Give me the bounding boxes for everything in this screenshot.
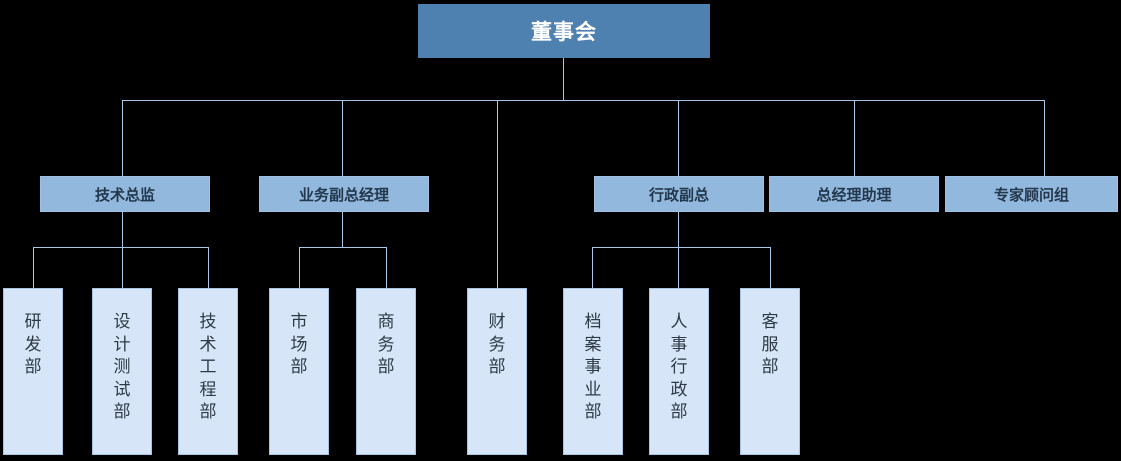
node-label-char: 部 [113,402,131,423]
node-archive-department[interactable]: 档案事业部 [563,288,623,455]
connector-drop-customer-service [770,247,771,288]
node-label: 董事会 [531,20,597,44]
connector-tech-director-bus [33,247,208,248]
connector-drop-tech-engineering [208,247,209,288]
node-label-vertical: 档案事业部 [564,311,622,424]
node-label-char: 行 [670,357,688,378]
node-expert-group[interactable]: 专家顾问组 [945,176,1118,212]
node-label: 专家顾问组 [993,185,1069,204]
node-label: 行政副总 [648,185,709,204]
node-label: 总经理助理 [816,185,892,204]
node-label-char: 案 [584,334,602,355]
node-label-char: 商 [377,312,395,332]
node-tech-engineering-department[interactable]: 技术工程部 [178,288,238,455]
connector-drop-design-test [122,247,123,288]
node-label-char: 计 [113,334,131,355]
connector-drop-gm-assistant [854,100,855,176]
node-label-char: 事 [670,334,688,355]
node-label-char: 档 [584,312,602,332]
node-label-char: 业 [584,379,602,400]
node-finance-department[interactable]: 财务部 [467,288,527,455]
node-label-vertical: 客服部 [741,311,799,379]
node-label-char: 政 [670,379,688,400]
node-label-char: 部 [670,402,688,423]
connector-drop-marketing [299,247,300,288]
node-label-char: 工 [199,357,217,378]
node-label-char: 场 [290,334,308,355]
connector-root-to-finance [497,100,498,288]
node-commerce-department[interactable]: 商务部 [356,288,416,455]
node-label-char: 客 [761,312,779,332]
node-label-vertical: 财务部 [468,311,526,379]
node-label-char: 市 [290,312,308,332]
node-label-char: 试 [113,379,131,400]
node-label-char: 服 [761,334,779,355]
node-label-char: 部 [24,357,42,378]
connector-admin-vp-bus [592,247,770,248]
node-admin-vp[interactable]: 行政副总 [594,176,764,212]
node-gm-assistant[interactable]: 总经理助理 [769,176,939,212]
node-marketing-department[interactable]: 市场部 [269,288,329,455]
connector-admin-vp-stem [678,212,679,248]
node-board-of-directors[interactable]: 董事会 [418,4,710,58]
node-design-test-department[interactable]: 设计测试部 [92,288,152,455]
node-customer-service-department[interactable]: 客服部 [740,288,800,455]
connector-drop-rnd [33,247,34,288]
node-label-vertical: 市场部 [270,311,328,379]
node-label-char: 部 [377,357,395,378]
node-label-vertical: 研发部 [4,311,62,379]
node-label-char: 财 [488,312,506,332]
connector-drop-archive [592,247,593,288]
node-label: 业务副总经理 [298,185,389,204]
node-label-char: 部 [290,357,308,378]
node-hr-admin-department[interactable]: 人事行政部 [649,288,709,455]
node-label-char: 术 [199,334,217,355]
node-label-vertical: 技术工程部 [179,311,237,424]
node-label-char: 务 [377,334,395,355]
node-label-vertical: 商务部 [357,311,415,379]
node-label-char: 部 [584,402,602,423]
node-label-char: 测 [113,357,131,378]
node-business-vp[interactable]: 业务副总经理 [259,176,429,212]
node-label-char: 务 [488,334,506,355]
connector-drop-admin-vp [678,100,679,176]
node-label-char: 发 [24,334,42,355]
node-label-char: 程 [199,379,217,400]
node-label-char: 技 [199,312,217,332]
connector-drop-hr-admin [678,247,679,288]
node-label-vertical: 设计测试部 [93,311,151,424]
connector-drop-tech-director [122,100,123,176]
node-label-char: 部 [199,402,217,423]
connector-drop-expert-group [1044,100,1045,176]
connector-drop-business-vp [342,100,343,176]
node-tech-director[interactable]: 技术总监 [40,176,210,212]
connector-business-vp-bus [299,247,387,248]
connector-drop-commerce [386,247,387,288]
node-label-char: 设 [113,312,131,332]
node-label-vertical: 人事行政部 [650,311,708,424]
node-label-char: 部 [761,357,779,378]
node-label: 技术总监 [94,185,155,204]
connector-tech-director-stem [122,212,123,248]
node-rnd-department[interactable]: 研发部 [3,288,63,455]
connector-business-vp-stem [342,212,343,248]
node-label-char: 事 [584,357,602,378]
connector-level1-bus [122,100,1045,101]
node-label-char: 部 [488,357,506,378]
node-label-char: 研 [24,312,42,332]
node-label-char: 人 [670,312,688,332]
connector-root-stem [563,58,564,101]
